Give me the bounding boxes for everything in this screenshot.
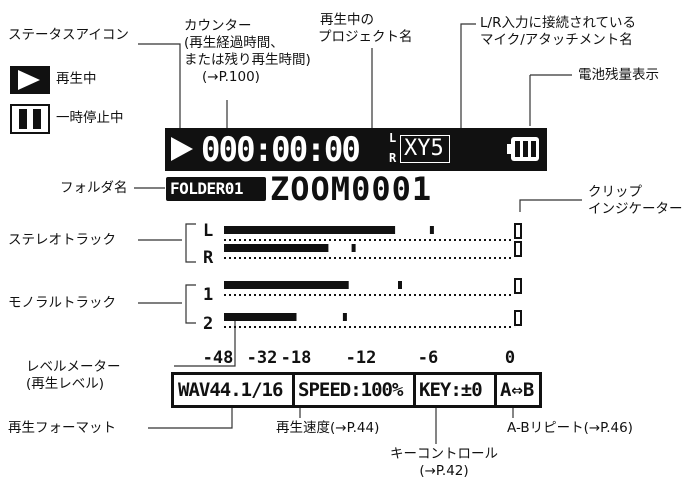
clip-indicator-2 xyxy=(514,310,522,326)
channel-label-1: 1 xyxy=(203,285,213,305)
key-label: キーコントロール (→P.42) xyxy=(390,446,498,480)
battery-icon xyxy=(507,137,539,161)
peak-hold-2 xyxy=(342,313,347,321)
battery-label: 電池残量表示 xyxy=(578,67,659,83)
scale-label: -6 xyxy=(418,348,438,368)
channel-label-2: 2 xyxy=(203,314,213,334)
mic-r-tag: R xyxy=(389,151,397,165)
level-meter-label-line1: レベルメーター xyxy=(26,359,121,375)
channel-label-R: R xyxy=(203,248,214,268)
meter-bar-1 xyxy=(224,281,349,289)
mic-label-line1: L/R入力に接続されている xyxy=(480,15,637,31)
project-name: ZOOM0001 xyxy=(270,170,433,208)
ab-box: A⇔B xyxy=(497,375,539,405)
counter-label-line2: (再生経過時間、 xyxy=(184,35,284,51)
speed-value: SPEED:100% xyxy=(298,379,403,401)
speed-box: SPEED:100% xyxy=(295,375,413,405)
mic-label: L/R入力に接続されている マイク/アタッチメント名 xyxy=(480,15,636,49)
project-label: 再生中の プロジェクト名 xyxy=(318,12,413,46)
scale-label: -48 xyxy=(203,348,234,368)
counter-label-line4: (→P.100) xyxy=(202,69,260,85)
meter-bar-L xyxy=(224,226,396,234)
mic-display: L R XY5 xyxy=(387,131,453,168)
mic-name: XY5 xyxy=(404,136,444,161)
lcd-top-bar: 000:00:00 L R XY5 xyxy=(165,128,547,171)
format-label: 再生フォーマット xyxy=(8,420,116,436)
clip-label: クリップ インジケーター xyxy=(588,184,683,218)
status-play-icon xyxy=(171,137,193,161)
stereo-track-label: ステレオトラック xyxy=(8,232,116,248)
format-box: WAV44.1/16 xyxy=(174,375,292,405)
pause-icon xyxy=(10,104,50,134)
ab-repeat-label: A-Bリピート(→P.46) xyxy=(507,420,633,436)
peak-hold-R xyxy=(351,244,356,252)
legend-paused: 一時停止中 xyxy=(56,110,124,126)
status-icon-label: ステータスアイコン xyxy=(8,27,129,43)
channel-label-L: L xyxy=(203,221,213,241)
format-value: WAV44.1/16 xyxy=(178,379,283,401)
mono-track-label: モノラルトラック xyxy=(8,295,116,311)
clip-label-line2: インジケーター xyxy=(588,201,683,217)
play-icon xyxy=(10,66,50,94)
folder-display: FOLDER01 xyxy=(166,177,266,201)
level-meter-label: レベルメーター (再生レベル) xyxy=(26,359,121,393)
clip-indicator-R xyxy=(514,241,522,257)
scale-label: 0 xyxy=(505,348,515,368)
meter-bar-R xyxy=(224,244,329,252)
counter-label-line3: または残り再生時間) xyxy=(184,52,311,68)
clip-indicator-1 xyxy=(514,278,522,294)
counter-display: 000:00:00 xyxy=(201,130,361,170)
project-label-line2: プロジェクト名 xyxy=(318,29,413,45)
scale-label: -32 xyxy=(247,348,278,368)
clip-indicator-L xyxy=(514,223,522,239)
peak-hold-1 xyxy=(398,281,402,289)
key-value: KEY:±0 xyxy=(419,379,483,401)
counter-label: カウンター (再生経過時間、 または残り再生時間) (→P.100) xyxy=(184,18,364,86)
project-label-line1: 再生中の xyxy=(320,12,374,28)
lcd-bottom-bar: WAV44.1/16 SPEED:100% KEY:±0 A⇔B xyxy=(171,372,542,408)
ab-value: A⇔B xyxy=(500,379,535,401)
speed-label: 再生速度(→P.44) xyxy=(276,420,380,436)
level-meter-label-line2: (再生レベル) xyxy=(26,376,105,392)
legend-playing: 再生中 xyxy=(56,71,97,87)
key-box: KEY:±0 xyxy=(416,375,494,405)
folder-name: FOLDER01 xyxy=(170,179,244,198)
key-label-line1: キーコントロール xyxy=(390,446,498,462)
counter-label-line1: カウンター xyxy=(184,18,252,34)
clip-label-line1: クリップ xyxy=(588,184,642,200)
folder-label: フォルダ名 xyxy=(60,180,128,196)
meter-bar-2 xyxy=(224,313,297,321)
mic-l-tag: L xyxy=(389,131,397,145)
key-label-line2: (→P.42) xyxy=(419,463,469,479)
scale-label: -12 xyxy=(346,348,377,368)
peak-hold-L xyxy=(429,226,434,234)
mic-label-line2: マイク/アタッチメント名 xyxy=(480,32,633,48)
scale-label: -18 xyxy=(281,348,312,368)
